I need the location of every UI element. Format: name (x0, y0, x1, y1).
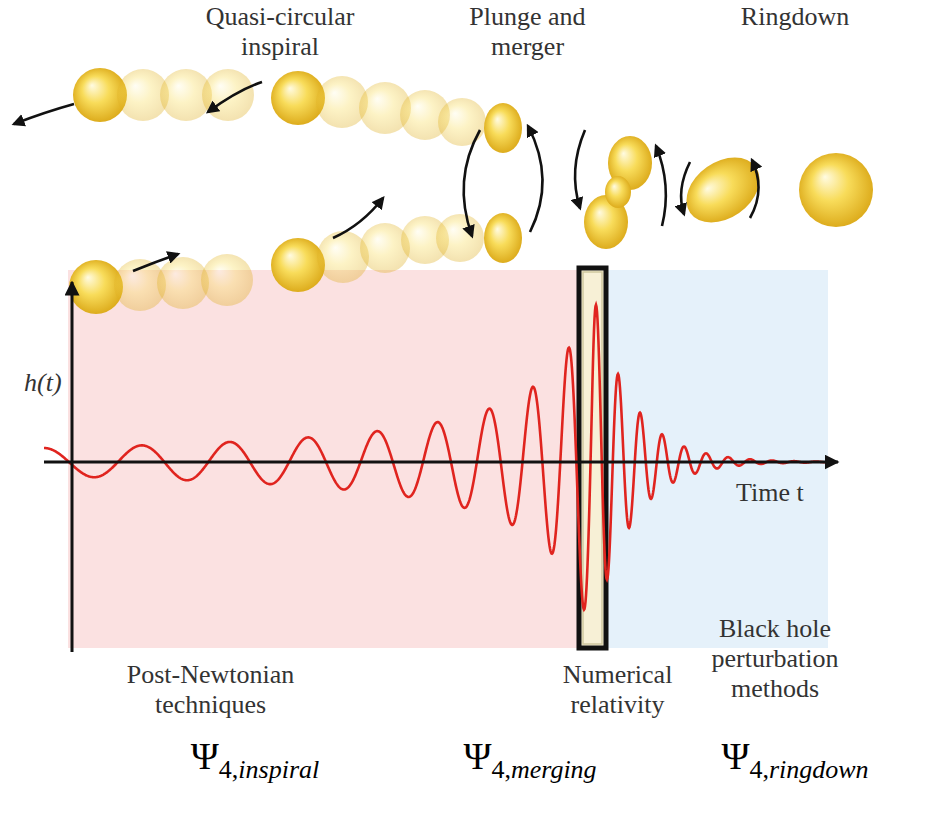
phase-label: Black hole perturbation methods (700, 614, 850, 704)
black-hole-sphere (674, 144, 772, 236)
orbit-arrow (528, 126, 543, 232)
orbit-arrow (750, 160, 759, 218)
orbit-arrow (681, 162, 690, 214)
weyl-scalar-label: Ψ4,inspiral (150, 735, 360, 785)
orbit-arrow (14, 104, 74, 124)
vertical-axis (71, 282, 74, 652)
orbit-arrow (208, 82, 262, 112)
phase-label: Numerical relativity (545, 660, 690, 720)
waveform-curve (44, 305, 830, 610)
weyl-scalar-label: Ψ4,merging (420, 735, 640, 785)
phase-label: h(t) (24, 368, 84, 398)
merger-neck (605, 176, 631, 208)
black-hole-sphere (438, 98, 486, 146)
time-axis (44, 461, 838, 464)
black-hole-sphere (799, 153, 873, 227)
orbit-arrows (14, 82, 759, 271)
phase-label: Post-Newtonian techniques (108, 660, 313, 720)
phase-label: Ringdown (730, 2, 860, 32)
phase-label: Time t (736, 478, 846, 508)
weyl-scalar-label: Ψ4,ringdown (650, 735, 940, 785)
black-hole-sphere (271, 238, 325, 292)
phase-label: Plunge and merger (440, 2, 615, 62)
orbit-arrow (656, 146, 666, 226)
black-hole-sphere (484, 213, 522, 263)
black-hole-spheres (69, 68, 873, 314)
phase-label: Quasi-circular inspiral (170, 2, 390, 62)
orbit-arrow (575, 130, 585, 208)
perturbation-region (606, 270, 828, 648)
black-hole-sphere (484, 103, 522, 153)
black-hole-sphere (201, 254, 253, 306)
black-hole-sphere (436, 214, 484, 262)
orbit-arrow (133, 254, 178, 271)
orbit-arrow (333, 198, 383, 238)
black-hole-sphere (317, 231, 369, 283)
orbit-arrow (464, 130, 480, 236)
black-hole-sphere (202, 69, 254, 121)
